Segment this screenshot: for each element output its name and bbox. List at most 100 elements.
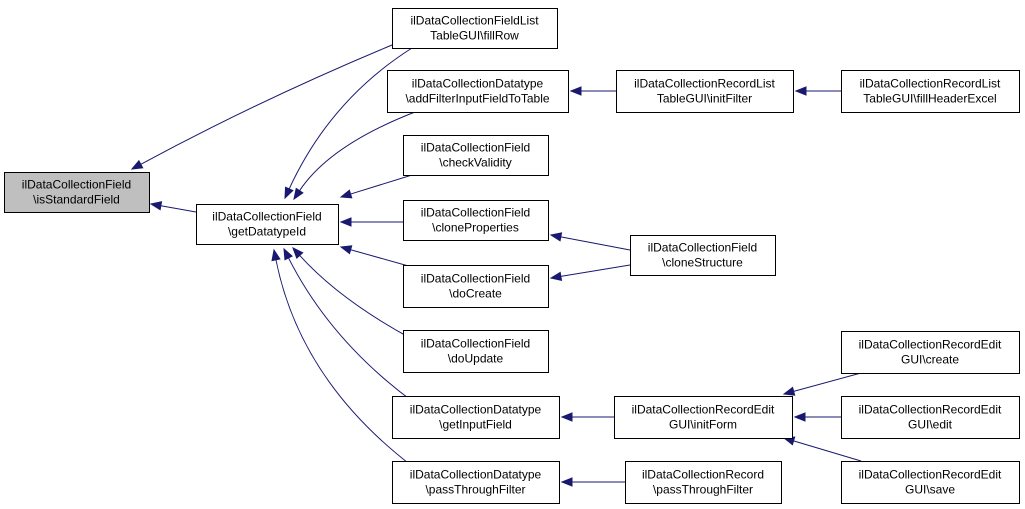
- node-box: [841, 461, 1020, 504]
- node-addFilterInputFieldToTable[interactable]: ilDataCollectionDatatype\addFilterInputF…: [387, 70, 569, 113]
- edge-create-to-initForm: [782, 372, 862, 396]
- node-doCreate[interactable]: ilDataCollectionField\doCreate: [403, 265, 549, 308]
- edge-line: [299, 111, 416, 191]
- node-getDatatypeId[interactable]: ilDataCollectionField\getDatatypeId: [196, 204, 339, 245]
- edge-line: [560, 236, 631, 251]
- edge-line: [288, 257, 413, 402]
- node-initFilter[interactable]: ilDataCollectionRecordListTableGUI\initF…: [616, 70, 794, 113]
- node-label-line-2: TableGUI\fillHeaderExcel: [863, 92, 996, 106]
- node-label-line-2: \checkValidity: [439, 156, 511, 170]
- edge-getDatatypeId-to-isStandardField: [149, 201, 197, 213]
- node-recPassThroughFilter[interactable]: ilDataCollectionRecord\passThroughFilter: [625, 461, 782, 504]
- node-box: [841, 396, 1020, 439]
- node-label-line-1: ilDataCollectionField: [421, 337, 530, 351]
- node-label-line-2: \addFilterInputFieldToTable: [405, 92, 549, 106]
- edge-fillRow-to-isStandardField: [130, 44, 393, 170]
- edge-initFilter-to-addFilterInputFieldToTable: [569, 86, 616, 96]
- node-box: [392, 8, 558, 49]
- node-cloneProperties[interactable]: ilDataCollectionField\cloneProperties: [403, 200, 549, 241]
- node-label-line-2: \getInputField: [439, 418, 512, 432]
- arrowhead-icon: [569, 86, 582, 96]
- edge-edit-to-initForm: [793, 412, 841, 422]
- node-box: [387, 70, 569, 113]
- node-box: [403, 265, 549, 308]
- node-box: [630, 235, 776, 276]
- node-label-line-1: ilDataCollectionRecordEdit: [632, 403, 775, 417]
- edge-line: [140, 44, 393, 165]
- node-label-line-1: ilDataCollectionRecordList: [860, 77, 1001, 91]
- node-box: [841, 331, 1020, 374]
- node-label-line-1: ilDataCollectionField: [22, 178, 131, 192]
- edge-line: [793, 372, 862, 392]
- node-cloneStructure[interactable]: ilDataCollectionField\cloneStructure: [630, 235, 776, 276]
- node-fillRow[interactable]: ilDataCollectionFieldListTableGUI\fillRo…: [392, 8, 558, 49]
- arrowhead-icon: [293, 187, 304, 201]
- arrowhead-icon: [549, 271, 563, 281]
- edge-line: [350, 249, 413, 268]
- node-box: [403, 330, 549, 373]
- node-label-line-1: ilDataCollectionDatatype: [410, 403, 542, 417]
- node-box: [841, 70, 1020, 113]
- node-label-line-2: \passThroughFilter: [425, 483, 525, 497]
- arrowhead-icon: [292, 247, 304, 259]
- edge-line: [560, 264, 631, 277]
- edge-line: [288, 47, 413, 190]
- node-dtPassThroughFilter[interactable]: ilDataCollectionDatatype\passThroughFilt…: [392, 461, 560, 504]
- nodes-layer: ilDataCollectionField\isStandardFieldilD…: [4, 8, 1020, 504]
- node-box: [614, 396, 793, 439]
- node-doUpdate[interactable]: ilDataCollectionField\doUpdate: [403, 330, 549, 373]
- node-box: [196, 204, 339, 245]
- node-label-line-2: TableGUI\fillRow: [430, 29, 519, 43]
- edge-line: [160, 205, 197, 213]
- arrowhead-icon: [283, 247, 293, 261]
- node-label-line-2: GUI\initForm: [669, 418, 737, 432]
- node-label-line-2: GUI\edit: [908, 418, 953, 432]
- arrowhead-icon: [339, 245, 353, 255]
- node-label-line-1: ilDataCollectionDatatype: [410, 468, 542, 482]
- arrowhead-icon: [782, 386, 796, 396]
- node-label-line-1: ilDataCollectionRecordEdit: [859, 403, 1002, 417]
- edge-doUpdate-to-getDatatypeId: [292, 247, 413, 340]
- node-isStandardField[interactable]: ilDataCollectionField\isStandardField: [4, 172, 150, 213]
- node-label-line-1: ilDataCollectionRecord: [642, 468, 764, 482]
- edge-initForm-to-getInputField: [560, 412, 614, 422]
- node-label-line-2: \doCreate: [449, 287, 502, 301]
- edge-fillRow-to-getDatatypeId: [284, 47, 413, 200]
- node-label-line-2: \cloneStructure: [662, 256, 743, 270]
- edge-cloneProperties-to-getDatatypeId: [339, 217, 403, 227]
- edge-save-to-initForm: [782, 436, 862, 462]
- edge-line: [350, 174, 413, 195]
- node-fillHeaderExcel[interactable]: ilDataCollectionRecordListTableGUI\fillH…: [841, 70, 1020, 113]
- node-label-line-2: TableGUI\initFilter: [657, 92, 752, 106]
- node-box: [616, 70, 794, 113]
- node-box: [392, 461, 560, 504]
- arrowhead-icon: [339, 189, 353, 199]
- node-checkValidity[interactable]: ilDataCollectionField\checkValidity: [403, 135, 549, 176]
- node-label-line-1: ilDataCollectionField: [421, 206, 530, 220]
- node-box: [625, 461, 782, 504]
- node-label-line-1: ilDataCollectionField: [212, 210, 321, 224]
- node-label-line-2: \doUpdate: [448, 352, 504, 366]
- arrowhead-icon: [130, 159, 144, 170]
- arrowhead-icon: [793, 412, 806, 422]
- node-label-line-1: ilDataCollectionRecordEdit: [859, 338, 1002, 352]
- node-label-line-1: ilDataCollectionFieldList: [410, 14, 539, 28]
- node-getInputField[interactable]: ilDataCollectionDatatype\getInputField: [392, 396, 560, 439]
- node-label-line-2: \cloneProperties: [432, 221, 519, 235]
- arrowhead-icon: [149, 201, 163, 211]
- edge-checkValidity-to-getDatatypeId: [339, 174, 413, 199]
- node-box: [392, 396, 560, 439]
- edge-line: [793, 440, 862, 462]
- node-label-line-1: ilDataCollectionDatatype: [412, 77, 544, 91]
- node-label-line-1: ilDataCollectionField: [421, 272, 530, 286]
- node-box: [403, 135, 549, 176]
- node-label-line-2: \isStandardField: [33, 193, 120, 207]
- node-label-line-1: ilDataCollectionRecordList: [634, 77, 775, 91]
- edge-addFilterInputFieldToTable-to-getDatatypeId: [293, 111, 416, 201]
- edge-dtPassThroughFilter-to-getDatatypeId: [271, 248, 413, 467]
